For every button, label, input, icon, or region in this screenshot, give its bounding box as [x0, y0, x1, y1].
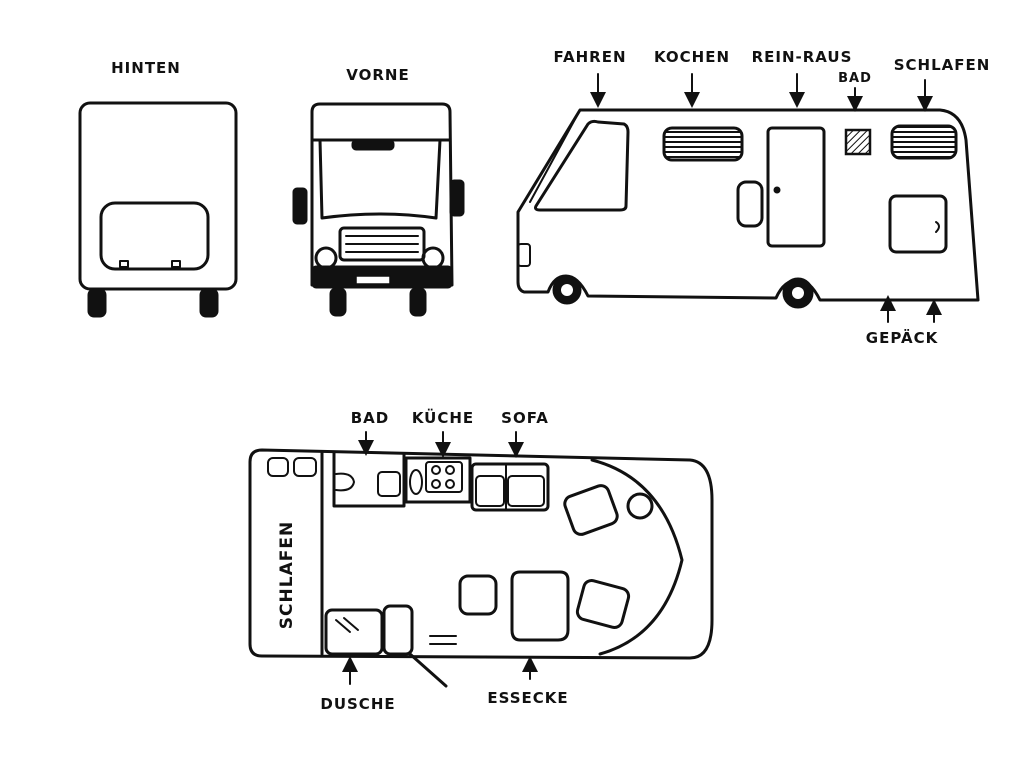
storage-hatch: [888, 194, 948, 254]
back-body: [78, 101, 238, 291]
fp-label-kueche: KÜCHE: [412, 408, 474, 427]
door-swing: [408, 652, 448, 688]
rear-view-mirror: [351, 139, 395, 151]
back-view: HINTEN: [78, 59, 238, 318]
bedroom-cabinet-2: [293, 457, 317, 477]
bathroom-sink: [377, 471, 401, 497]
label-fahren: FAHREN: [553, 48, 626, 66]
stove: [425, 461, 463, 493]
side-step: [736, 180, 764, 228]
shower: [324, 608, 384, 656]
fp-label-schlafen: SCHLAFEN: [277, 521, 297, 629]
rear-wheel-left: [87, 288, 107, 318]
back-view-label: HINTEN: [111, 59, 181, 77]
bath-window: [844, 128, 872, 156]
side-marker-light: [517, 243, 531, 267]
sofa: [470, 462, 550, 512]
rear-door: [99, 201, 210, 271]
label-rein-raus: REIN-RAUS: [752, 48, 853, 66]
passenger-seat: [575, 579, 631, 629]
rear-light-left: [119, 260, 129, 268]
driver-seat: [563, 484, 619, 536]
fp-label-sofa: SOFA: [501, 409, 549, 427]
wardrobe: [382, 604, 414, 656]
bathroom: [332, 450, 406, 508]
label-schlafen-side: SCHLAFEN: [894, 56, 991, 74]
label-kochen: KOCHEN: [654, 48, 730, 66]
fp-label-essecke: ESSECKE: [487, 689, 568, 707]
front-view: VORNE: [292, 66, 465, 317]
front-grille: [338, 226, 426, 262]
camper-body: [516, 108, 980, 302]
label-gepaeck: GEPÄCK: [866, 328, 939, 347]
front-wheel-right: [409, 287, 427, 317]
front-wheel-left: [329, 287, 347, 317]
headlight-left: [314, 246, 338, 270]
bedroom-cabinet-1: [267, 457, 289, 477]
kitchen-counter: [404, 456, 472, 504]
side-mirror-right: [449, 179, 465, 217]
storage-hatch-handle: [935, 221, 940, 233]
floor-plan: BAD KÜCHE SOFA DUSCHE ESSECKE SCHLAFEN: [248, 408, 714, 713]
license-plate: [355, 275, 391, 285]
front-body: [310, 102, 454, 287]
bedroom-window: [890, 124, 958, 160]
cab-window: [534, 119, 630, 212]
front-view-label: VORNE: [346, 66, 409, 84]
floorplan-outline: [248, 448, 714, 660]
fp-label-dusche: DUSCHE: [320, 695, 395, 713]
fp-label-bad: BAD: [351, 409, 390, 427]
toilet: [335, 472, 355, 492]
steering-wheel: [626, 492, 654, 520]
cab-outline: [590, 458, 684, 656]
dining-chair: [458, 574, 498, 616]
label-bad-side: BAD: [838, 71, 872, 86]
door-handle: [773, 186, 781, 194]
a-pillar: [529, 109, 581, 203]
kitchen-window: [662, 126, 744, 162]
side-view: FAHREN KOCHEN REIN-RAUS BAD SCHLAFEN GEP…: [516, 48, 991, 347]
entrance-door: [766, 126, 826, 248]
side-mirror-left: [292, 187, 308, 225]
rear-light-right: [171, 260, 181, 268]
headlight-right: [421, 246, 445, 270]
rear-wheel-right: [199, 288, 219, 318]
windshield: [318, 138, 442, 220]
kitchen-sink: [409, 469, 423, 495]
dining-table: [510, 570, 570, 642]
